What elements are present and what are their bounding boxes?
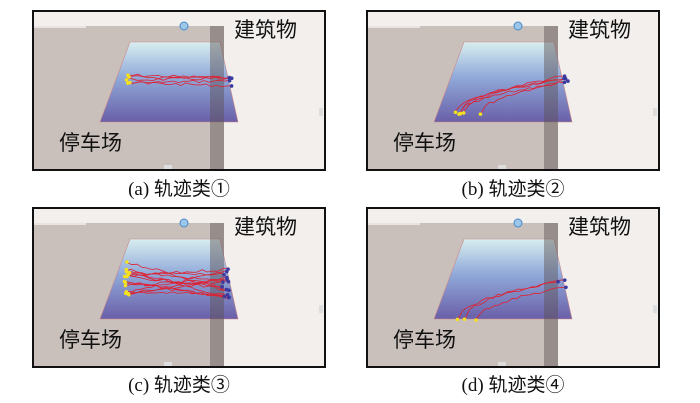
start-point: [124, 267, 129, 272]
end-point: [564, 285, 568, 290]
panel-b: 建筑物 停车场: [366, 10, 660, 171]
scrollbar-horizontal[interactable]: [164, 165, 172, 169]
parking-label: 停车场: [59, 328, 122, 352]
start-point: [127, 75, 131, 79]
scrollbar-horizontal[interactable]: [164, 362, 172, 366]
scrollbar-vertical[interactable]: [319, 305, 323, 313]
end-point: [229, 84, 234, 88]
parking-label: 停车场: [59, 131, 122, 155]
trajectory: [128, 274, 230, 292]
trajectory: [457, 281, 559, 321]
trajectory: [124, 280, 229, 300]
scene-view: [34, 21, 323, 169]
trajectory: [125, 270, 227, 295]
start-point: [462, 317, 467, 321]
end-point: [556, 279, 560, 284]
start-point: [122, 279, 127, 284]
trajectory: [463, 81, 565, 113]
trajectory: [475, 287, 567, 320]
end-point: [227, 288, 231, 293]
building-wall: [210, 223, 224, 366]
end-point: [221, 280, 225, 284]
parking-label: 停车场: [393, 328, 456, 352]
trajectory: [460, 78, 566, 113]
start-point: [474, 318, 478, 322]
panel-a: 建筑物 停车场: [32, 10, 326, 171]
start-point: [455, 317, 460, 322]
parking-label: 停车场: [393, 131, 456, 155]
start-point: [126, 272, 131, 277]
building-wall: [544, 223, 558, 366]
panel-d: 建筑物 停车场: [366, 207, 660, 368]
trajectory: [126, 268, 225, 296]
end-point: [226, 267, 230, 271]
end-point: [220, 285, 224, 289]
camera-icon: [179, 218, 189, 228]
end-point: [222, 294, 227, 299]
building-label: 建筑物: [568, 215, 631, 239]
start-point: [453, 110, 458, 115]
scene-view: [368, 21, 657, 169]
trajectory: [480, 79, 569, 116]
start-point: [123, 283, 128, 288]
end-point: [563, 76, 568, 81]
start-point: [122, 274, 127, 279]
start-point: [461, 111, 466, 115]
trajectory: [129, 81, 232, 88]
trajectory: [126, 76, 232, 82]
end-point: [562, 80, 567, 85]
scrollbar-vertical[interactable]: [653, 108, 657, 116]
scrollbar-horizontal[interactable]: [498, 362, 506, 366]
building-wall: [210, 26, 224, 169]
start-point: [458, 111, 463, 116]
end-point: [227, 78, 232, 83]
scene-view: [368, 218, 657, 366]
panel-c: 建筑物 停车场: [32, 207, 326, 368]
scrollbar-vertical[interactable]: [319, 108, 323, 116]
scene-view: [34, 218, 323, 366]
detection-plane: [99, 238, 239, 320]
camera-icon: [513, 21, 523, 31]
trajectory: [128, 281, 223, 295]
trajectory: [128, 75, 230, 80]
end-point: [225, 292, 230, 297]
start-point: [126, 292, 131, 297]
end-point: [226, 295, 231, 300]
end-point: [562, 278, 567, 282]
caption-d: (d) 轨迹类④: [461, 375, 565, 396]
start-point: [478, 112, 483, 116]
start-point: [125, 260, 129, 264]
trajectory: [126, 262, 227, 290]
camera-icon: [513, 218, 523, 228]
start-point: [128, 80, 132, 85]
detection-plane: [99, 41, 239, 123]
end-point: [566, 79, 570, 83]
end-point: [222, 272, 226, 277]
start-point: [124, 290, 129, 294]
scrollbar-horizontal[interactable]: [498, 165, 506, 169]
caption-c: (c) 轨迹类③: [128, 375, 230, 396]
building-label: 建筑物: [568, 18, 631, 42]
end-point: [229, 76, 234, 81]
building-label: 建筑物: [234, 18, 297, 42]
start-point: [124, 78, 129, 82]
building-wall: [544, 26, 558, 169]
trajectory: [128, 276, 228, 294]
end-point: [225, 277, 229, 282]
caption-b: (b) 轨迹类②: [461, 179, 565, 200]
trajectory: [127, 73, 230, 80]
caption-a: (a) 轨迹类①: [128, 179, 230, 200]
detection-plane: [433, 238, 573, 320]
building-label: 建筑物: [234, 215, 297, 239]
camera-icon: [179, 21, 189, 31]
scrollbar-vertical[interactable]: [653, 305, 657, 313]
